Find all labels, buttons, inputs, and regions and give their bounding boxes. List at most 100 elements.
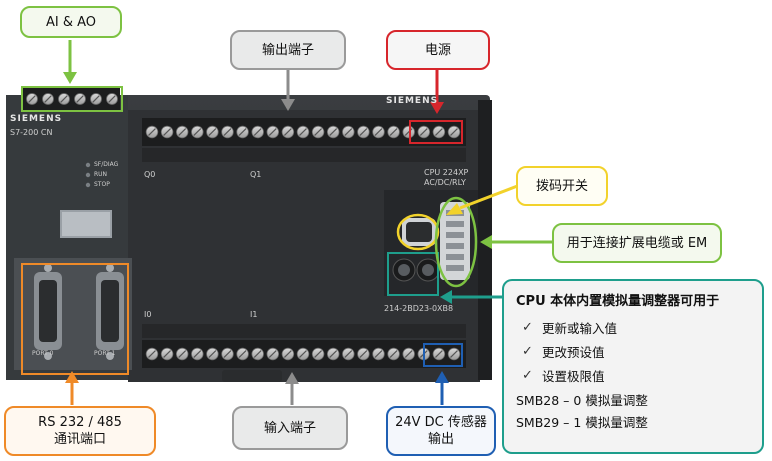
expansion-highlight [434, 196, 478, 288]
comm-port-highlight [21, 263, 129, 375]
arrow-ai-ao [63, 40, 77, 84]
terminal-screw-slot [44, 95, 52, 103]
led-label-run: RUN [94, 171, 108, 178]
info-title: CPU 本体内置模拟量调整器可用于 [516, 294, 720, 309]
callout-expansion: 用于连接扩展电缆或 EM [552, 223, 722, 263]
arrow-output [281, 70, 295, 111]
info-bullet-text: 设置极限值 [542, 369, 605, 384]
callout-ai-ao: AI & AO [20, 6, 122, 38]
terminal-screw-slot [359, 128, 368, 136]
terminal-screw-slot [163, 350, 172, 358]
callout-output-terminals: 输出端子 [230, 30, 346, 70]
port1-label: PORT 1 [94, 350, 116, 357]
terminal-screw-slot [208, 128, 217, 136]
arrow-sensor [435, 371, 449, 405]
terminal-screw-slot [314, 350, 323, 358]
callout-power-text: 电源 [424, 42, 451, 58]
dip-switch-highlight [396, 213, 440, 251]
terminal-screw-slot [148, 350, 156, 358]
smb-line: SMB29 – 1 模拟量调整 [516, 415, 648, 430]
callout-ai-ao-text: AI & AO [45, 14, 97, 30]
callout-expansion-text: 用于连接扩展电缆或 EM [566, 235, 708, 251]
terminal-screw-slot [178, 128, 187, 136]
info-bullet-text: 更改预设值 [542, 345, 605, 360]
info-bullet: ✓ 设置极限值 [522, 366, 750, 385]
arrow-expansion [480, 235, 552, 249]
terminal-screw-slot [253, 350, 262, 358]
callout-sensor-line2: 输出 [427, 432, 454, 447]
terminal-screw-slot [314, 128, 323, 136]
terminal-screw-slot [223, 128, 232, 136]
terminal-screw-slot [434, 350, 443, 358]
callout-rs485-line2: 通讯端口 [53, 432, 106, 447]
arrow-input [285, 372, 299, 405]
expansion-pin [446, 254, 464, 260]
terminal-screw-slot [253, 128, 262, 136]
callout-power: 电源 [386, 30, 490, 70]
terminal-screw-slot [450, 128, 458, 136]
check-icon: ✓ [522, 368, 533, 383]
expansion-pin [446, 232, 464, 238]
terminal-screw-slot [208, 350, 217, 358]
terminal-screw-slot [238, 128, 247, 136]
terminal-screw-slot [344, 350, 353, 358]
expansion-pin [446, 265, 464, 271]
terminal-screw-slot [434, 128, 443, 136]
terminal-screw-slot [268, 350, 277, 358]
terminal-screw-slot [193, 350, 202, 358]
arrow-analog [440, 290, 502, 304]
cpu-model-line2: AC/DC/RLY [424, 178, 466, 187]
terminal-screw-slot [389, 350, 398, 358]
brand-left-logo: SIEMENS [10, 114, 63, 124]
arrow-dip-switch [446, 183, 521, 215]
terminal-screw-slot [223, 350, 232, 358]
callout-dip-switch: 拨码开关 [516, 166, 608, 206]
callout-input-terminals: 输入端子 [232, 406, 348, 450]
callout-rs485: RS 232 / 485 通讯端口 [4, 406, 156, 456]
led-label-stop: STOP [94, 181, 110, 188]
group-label-q1: Q1 [250, 170, 262, 179]
info-bullet-text: 更新或输入值 [542, 321, 618, 336]
callout-rs485-line1: RS 232 / 485 [38, 415, 122, 430]
terminal-screw-slot [359, 350, 368, 358]
terminal-screw-slot [374, 350, 383, 358]
terminal-screw-slot [28, 95, 36, 103]
callout-dip-text: 拨码开关 [535, 178, 588, 194]
check-icon: ✓ [522, 344, 533, 359]
terminal-screw-slot [329, 128, 338, 136]
callout-output-text: 输出端子 [261, 42, 314, 58]
power-highlight [409, 120, 463, 144]
analog-pot-highlight [387, 252, 439, 296]
expansion-pin [446, 221, 464, 227]
terminal-screw-slot [76, 95, 84, 103]
callout-sensor-line1: 24V DC 传感器 [395, 415, 487, 430]
group-label-i1: I1 [250, 310, 258, 319]
arrow-power [430, 70, 444, 114]
terminal-screw-slot [450, 350, 458, 358]
callout-sensor-output: 24V DC 传感器 输出 [386, 406, 496, 456]
terminal-screw-slot [60, 95, 68, 103]
terminal-screw-slot [404, 128, 413, 136]
terminal-screw-slot [389, 128, 398, 136]
callout-input-text: 输入端子 [263, 420, 316, 436]
terminal-screw-slot [404, 350, 413, 358]
info-bullet: ✓ 更新或输入值 [522, 318, 750, 337]
ai-ao-highlight [21, 86, 123, 112]
arrow-rs485 [65, 371, 79, 405]
brand-main-logo: SIEMENS [386, 96, 439, 106]
terminal-screw-slot [238, 350, 247, 358]
terminal-screw-slot [92, 95, 100, 103]
group-label-i0: I0 [144, 310, 152, 319]
terminal-screw-slot [419, 128, 428, 136]
led-label-sf: SF/DIAG [94, 161, 119, 168]
analog-adjuster-info-box: CPU 本体内置模拟量调整器可用于 ✓ 更新或输入值 ✓ 更改预设值 ✓ 设置极… [502, 279, 764, 454]
port0-label: PORT 0 [32, 350, 54, 357]
terminal-screw-slot [299, 350, 307, 358]
info-bullet: ✓ 更改预设值 [522, 342, 750, 361]
check-icon: ✓ [522, 320, 533, 335]
terminal-screw-slot [193, 128, 202, 136]
sensor-output-highlight [423, 343, 463, 367]
terminal-screw-slot [148, 128, 156, 136]
